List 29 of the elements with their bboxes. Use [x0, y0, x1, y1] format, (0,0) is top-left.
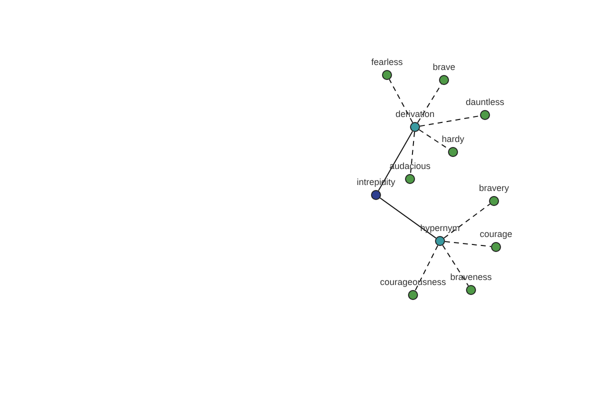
- node-label: hardy: [442, 134, 464, 144]
- node-circle: [435, 236, 445, 246]
- node-label: derivation: [395, 109, 435, 119]
- node-label: courage: [480, 229, 512, 239]
- node-label: bravery: [479, 183, 509, 193]
- node-circle: [489, 196, 499, 206]
- node-label: dauntless: [466, 97, 504, 107]
- node-circle: [480, 110, 490, 120]
- node-circle: [410, 122, 420, 132]
- dashed-link-line: [442, 244, 469, 286]
- node-label: courageousness: [380, 277, 446, 287]
- node-label: brave: [432, 62, 456, 72]
- link-line: [380, 197, 436, 239]
- node-label: braveness: [450, 272, 492, 282]
- node-circle: [382, 70, 392, 80]
- dashed-link-line: [414, 244, 438, 292]
- node-circle: [371, 190, 381, 200]
- node-circle: [448, 147, 458, 157]
- dashed-link-line: [444, 203, 490, 239]
- node-label: fearless: [371, 57, 403, 67]
- dashed-link-line: [419, 115, 481, 127]
- node-circle: [439, 75, 449, 85]
- dashed-link-line: [410, 131, 416, 175]
- node-circle: [405, 174, 415, 184]
- dashed-link-line: [444, 241, 492, 247]
- node-circle: [466, 285, 476, 295]
- node-circle: [408, 290, 418, 300]
- node-circle: [491, 242, 501, 252]
- dashed-link-line: [388, 78, 414, 124]
